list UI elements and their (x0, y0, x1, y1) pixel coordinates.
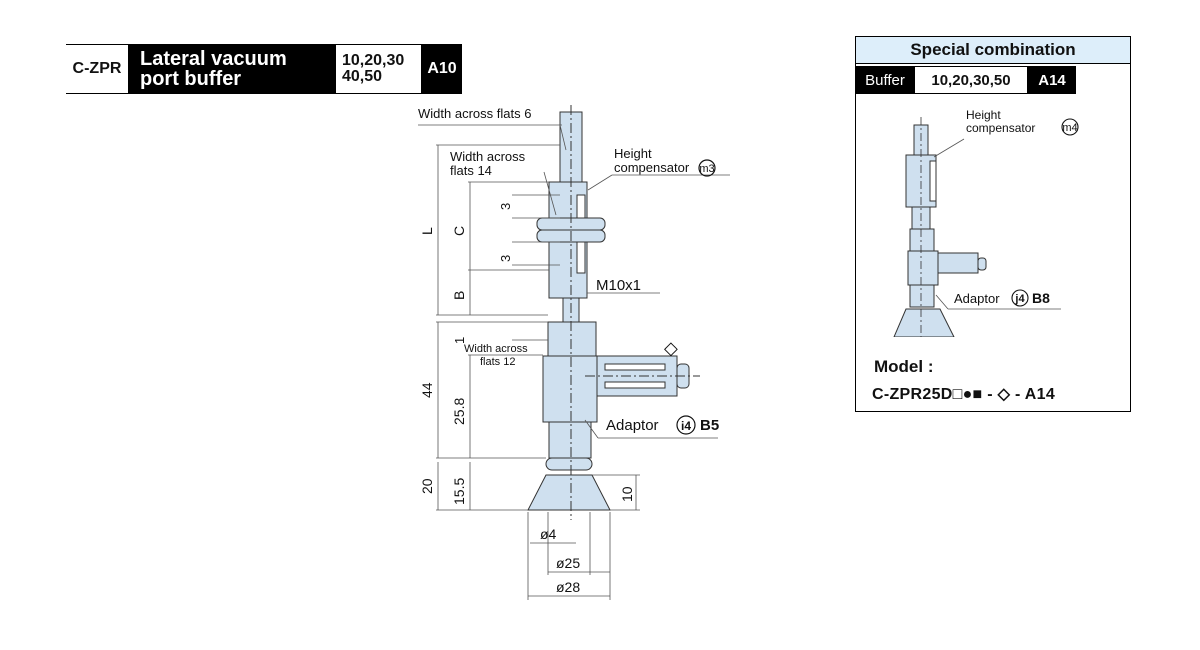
comb-cup (893, 308, 955, 337)
series-code: C-ZPR (66, 45, 128, 93)
comb-lower-fitting (909, 284, 935, 308)
model-label: Model : (874, 357, 934, 376)
dim-C: C (451, 226, 467, 236)
label-flats-12-line2: flats 12 (480, 356, 515, 368)
comb-body (907, 250, 939, 286)
dim-20: 20 (419, 478, 435, 494)
upper-fitting (547, 321, 597, 357)
buffer-row: Buffer 10,20,30,50 A14 (856, 66, 1076, 94)
dim-44: 44 (419, 382, 435, 398)
combination-drawing: Height compensator m4 Adaptor j4 B8 (893, 108, 1079, 337)
comb-slot (929, 160, 937, 202)
dim-15-5: 15.5 (451, 478, 467, 505)
comb-compensator-line2: compensator (966, 121, 1035, 135)
dia-25: ø25 (556, 555, 580, 571)
special-combination-title: Special combination (856, 37, 1130, 64)
series-strokes: 10,20,30 40,50 (336, 45, 422, 93)
bellows-ring (545, 457, 593, 471)
dim-25-8: 25.8 (451, 398, 467, 425)
dim-B: B (451, 291, 467, 300)
label-adaptor: Adaptor (606, 417, 659, 434)
comb-adaptor-label: Adaptor (954, 291, 1000, 306)
dim-L: L (419, 227, 435, 235)
special-combination-box: Special combination Buffer 10,20,30,50 A… (855, 36, 1131, 412)
port-thread-bottom (604, 381, 666, 389)
buffer-strokes: 10,20,30,50 (914, 66, 1028, 94)
label-flats-14-line1: Width across (450, 149, 526, 164)
port-diamond-icon: ◇ (664, 338, 678, 358)
buffer-ref: A14 (1028, 66, 1076, 94)
dim-3-bottom: 3 (498, 255, 513, 262)
label-thread: M10x1 (596, 277, 641, 294)
comb-compensator-mark: m4 (1062, 122, 1077, 134)
series-title: Lateral vacuum port buffer (128, 45, 336, 93)
model-code: C-ZPR25D□●■ - ◇ - A14 (872, 386, 1056, 403)
dim-1: 1 (452, 337, 467, 344)
label-flats-14-line2: flats 14 (450, 163, 492, 178)
label-flats-12-line1: Width across (464, 343, 528, 355)
comb-adaptor-mark: j4 (1014, 293, 1025, 305)
dim-10: 10 (619, 486, 635, 502)
dim-3-top: 3 (498, 203, 513, 210)
comb-port-tip (977, 257, 987, 271)
lower-fitting (548, 421, 592, 459)
adaptor-ref: B5 (700, 417, 719, 434)
compensator-mark: m3 (699, 163, 714, 175)
label-compensator-line1: Height (614, 146, 652, 161)
buffer-label: Buffer (856, 66, 914, 94)
comb-compensator-line1: Height (966, 108, 1001, 122)
comb-upper-fitting (909, 228, 935, 252)
comb-port (937, 252, 979, 274)
port-thread-top (604, 363, 666, 371)
dia-28: ø28 (556, 579, 580, 595)
label-flats-6: Width across flats 6 (418, 106, 531, 121)
comb-adaptor-ref: B8 (1032, 290, 1050, 306)
adaptor-mark: i4 (681, 419, 691, 433)
adaptor-body (542, 355, 598, 423)
label-compensator-line2: compensator (614, 160, 690, 175)
series-ref: A10 (422, 45, 462, 93)
suction-cup (527, 474, 611, 511)
series-header: C-ZPR Lateral vacuum port buffer 10,20,3… (66, 44, 462, 94)
dia-4: ø4 (540, 526, 557, 542)
